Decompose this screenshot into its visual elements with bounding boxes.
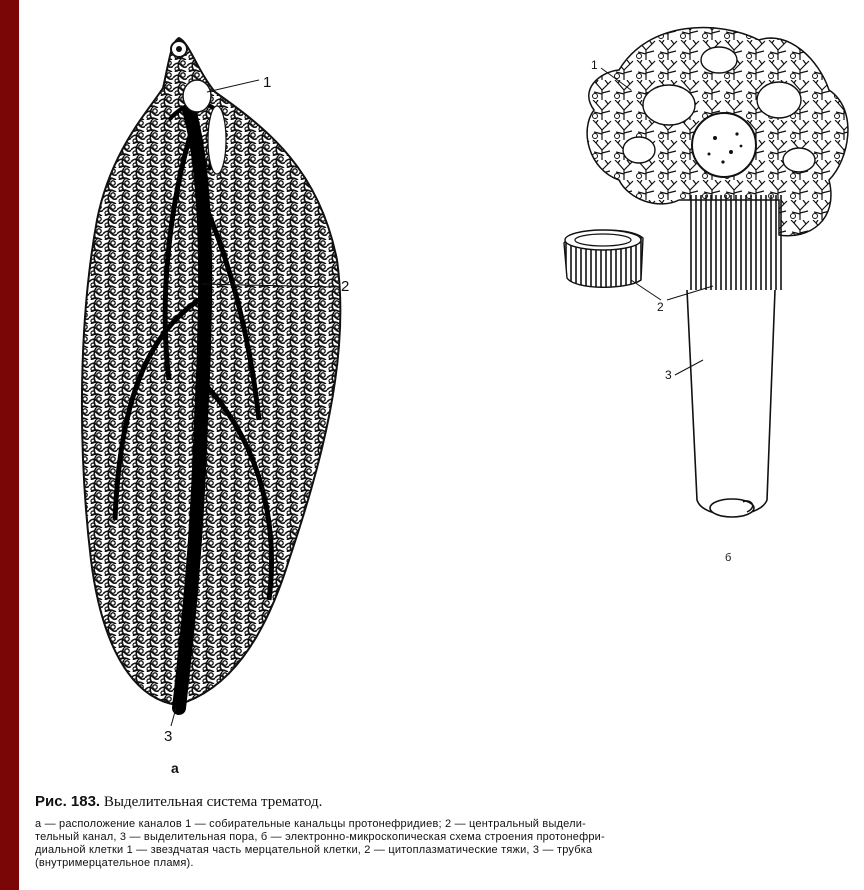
- caption-line: диальной клетки 1 — звездчатая часть мер…: [35, 844, 855, 857]
- callout-line-1-left: [207, 80, 259, 92]
- figure-label-b: б: [725, 552, 731, 564]
- callout-2-right: 2: [657, 300, 664, 314]
- trematode-illustration: [19, 0, 864, 790]
- callout-line-2a-right: [631, 280, 661, 300]
- caption-body: а — расположение каналов 1 — собирательн…: [35, 818, 855, 870]
- caption-title: Рис. 183. Выделительная система трематод…: [35, 792, 855, 812]
- flame-cell: [564, 28, 848, 517]
- caption-line: а — расположение каналов 1 — собирательн…: [35, 818, 855, 831]
- cross-section: [564, 230, 643, 287]
- callout-2-left: 2: [341, 278, 349, 295]
- trematode-body: [82, 38, 340, 708]
- caption-line: (внутримерцательное пламя).: [35, 857, 855, 870]
- caption-figure-number: Рис. 183.: [35, 793, 100, 810]
- caption-title-text: Выделительная система трематод.: [104, 794, 322, 810]
- page: 1 2 3 а 1 2 3 б Рис. 183. Выделительная …: [19, 0, 864, 890]
- callout-3-right: 3: [665, 368, 672, 382]
- callout-1-right: 1: [591, 58, 598, 72]
- callout-3-left: 3: [164, 728, 172, 745]
- callout-1-left: 1: [263, 74, 271, 91]
- figure-label-a: а: [171, 760, 179, 776]
- figure-caption: Рис. 183. Выделительная система трематод…: [35, 792, 855, 870]
- caption-line: тельный канал, 3 — выделительная пора, б…: [35, 831, 855, 844]
- cytoplasmic-strands: [687, 195, 785, 290]
